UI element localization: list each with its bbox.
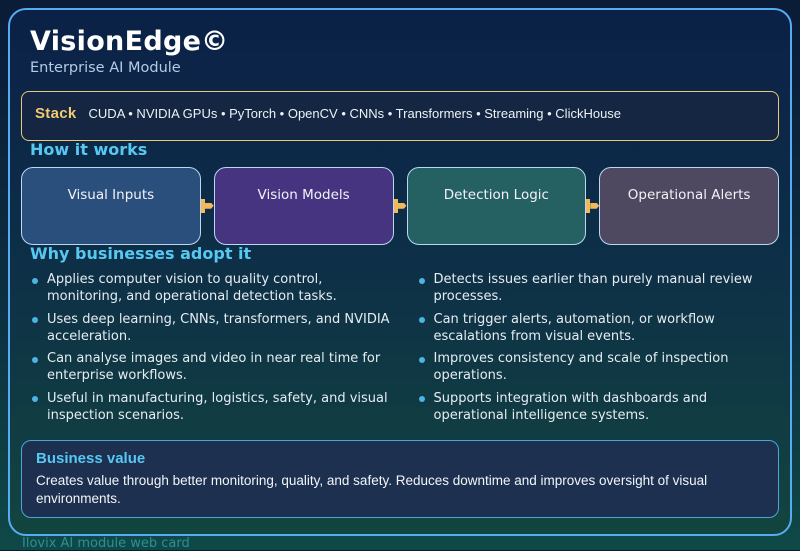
flow-step-operational-alerts: Operational Alerts: [599, 166, 779, 245]
page-subtitle: Enterprise AI Module: [30, 60, 181, 77]
list-item: Supports integration with dashboards and…: [417, 391, 780, 425]
why-adopt-columns: Applies computer vision to quality contr…: [30, 266, 779, 424]
stack-label: Stack: [35, 105, 77, 123]
why-adopt-left-column: Applies computer vision to quality contr…: [30, 266, 393, 424]
business-value-panel: Business value Creates value through bet…: [21, 439, 779, 518]
why-adopt-right-column: Detects issues earlier than purely manua…: [417, 266, 780, 424]
footer-caption: Ilovix AI module web card: [22, 536, 190, 551]
stack-items: CUDA • NVIDIA GPUs • PyTorch • OpenCV • …: [88, 106, 622, 122]
list-item: Improves consistency and scale of inspec…: [417, 351, 780, 385]
list-item: Applies computer vision to quality contr…: [30, 272, 393, 306]
list-item: Detects issues earlier than purely manua…: [417, 272, 780, 306]
flow-step-vision-models: Vision Models: [213, 166, 394, 245]
flow-arrow-icon: [200, 198, 214, 214]
list-item: Useful in manufacturing, logistics, safe…: [30, 391, 393, 425]
how-it-works-heading: How it works: [30, 140, 148, 160]
flow-step-detection-logic: Detection Logic: [406, 166, 587, 245]
flow-arrow-icon: [393, 198, 407, 214]
business-value-heading: Business value: [36, 449, 146, 467]
how-it-works-flow: Visual Inputs Vision Models Detection Lo…: [21, 166, 779, 245]
list-item: Can trigger alerts, automation, or workf…: [417, 312, 780, 346]
vision-edge-card: VisionEdge© Enterprise AI Module Stack CU…: [8, 8, 792, 536]
flow-step-visual-inputs: Visual Inputs: [21, 166, 201, 245]
list-item: Can analyse images and video in near rea…: [30, 351, 393, 385]
list-item: Uses deep learning, CNNs, transformers, …: [30, 312, 393, 346]
flow-arrow-icon: [586, 198, 599, 214]
business-value-body: Creates value through better monitoring,…: [36, 472, 708, 506]
why-adopt-heading: Why businesses adopt it: [30, 243, 252, 263]
page-title: VisionEdge©: [30, 26, 229, 57]
stack-banner: Stack CUDA • NVIDIA GPUs • PyTorch • Open…: [21, 91, 779, 142]
